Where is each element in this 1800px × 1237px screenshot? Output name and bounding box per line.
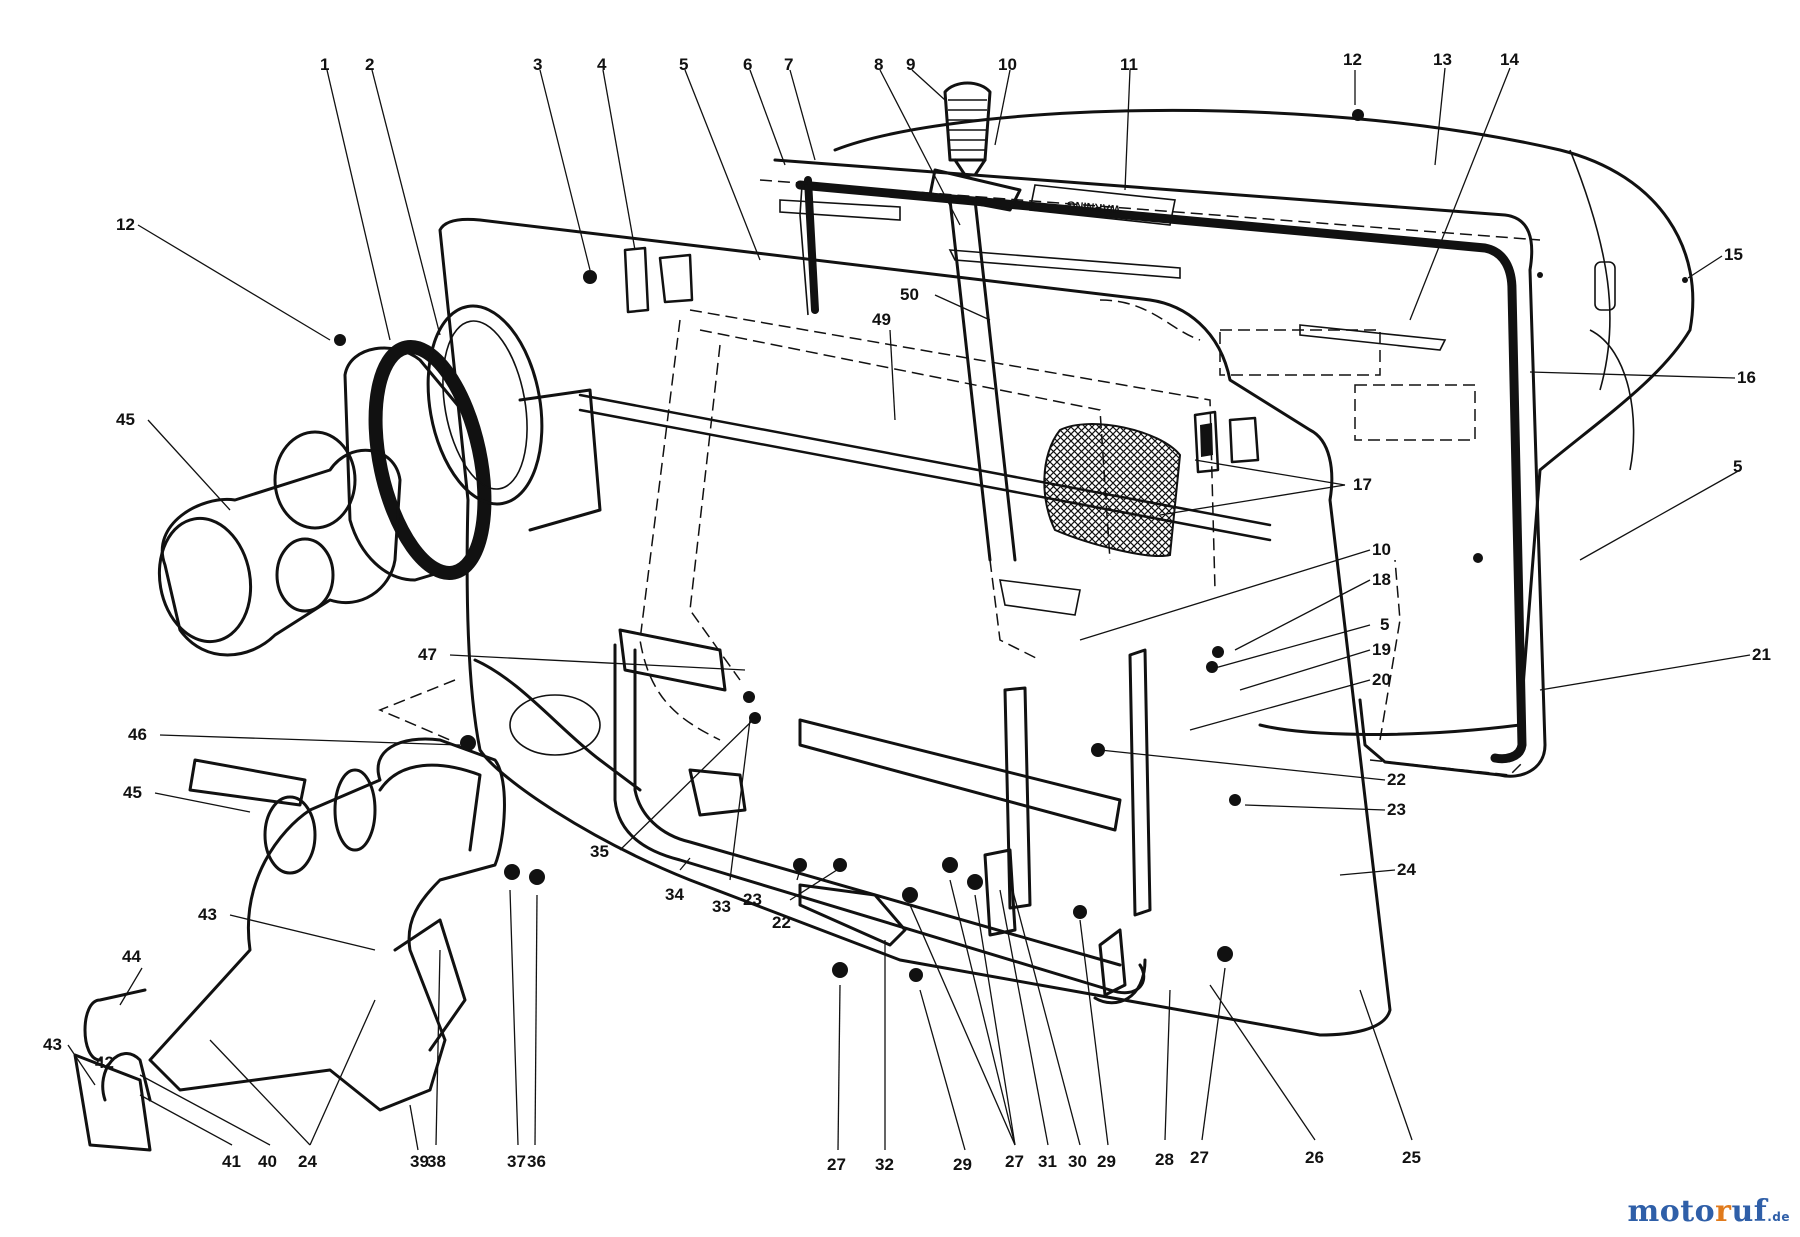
warning-decal-text: WARNING [1066,198,1120,215]
callout-40: 40 [258,1152,277,1171]
callout-14: 14 [1500,50,1519,69]
callout-30: 30 [1068,1152,1087,1171]
callout-21: 21 [1752,645,1771,664]
callout-27c: 27 [1190,1148,1209,1167]
callout-5: 5 [679,55,688,74]
callout-16: 16 [1737,368,1756,387]
callout-45: 45 [116,410,135,429]
callout-42: 42 [95,1053,114,1072]
watermark-logo: motoruf.de [1628,1194,1790,1229]
watermark-part3: uf [1731,1194,1768,1229]
callout-47: 47 [418,645,437,664]
watermark-suffix: .de [1767,1210,1790,1224]
watermark-part1: moto [1627,1194,1716,1229]
callout-31: 31 [1038,1152,1057,1171]
callout-13: 13 [1433,50,1452,69]
callout-22b: 22 [772,913,791,932]
callout-12b: 12 [116,215,135,234]
callout-24b: 24 [298,1152,317,1171]
callout-10: 10 [998,55,1017,74]
callout-7: 7 [784,55,793,74]
callout-29b: 29 [1097,1152,1116,1171]
callout-49: 49 [872,310,891,329]
callout-6: 6 [743,55,752,74]
callout-45b: 45 [123,783,142,802]
discharge-chute [148,658,642,1112]
callout-20: 20 [1372,670,1391,689]
callout-3: 3 [533,55,542,74]
latch-bracket [983,848,1017,937]
callout-12: 12 [1343,50,1362,69]
callout-50: 50 [900,285,919,304]
callout-4: 4 [597,55,607,74]
callout-43b: 43 [43,1035,62,1054]
callout-28: 28 [1155,1150,1174,1169]
callout-39: 39 [410,1152,429,1171]
intake-ring-assembly [343,304,602,582]
callout-33: 33 [712,897,731,916]
callout-44: 44 [122,947,141,966]
callout-23: 23 [1387,800,1406,819]
vent-screen [1043,423,1182,557]
callout-24: 24 [1397,860,1416,879]
watermark-part2: r [1715,1194,1732,1229]
center-post [1003,686,1032,910]
callout-36: 36 [527,1152,546,1171]
front-door-panel [438,217,1392,1037]
cross-bar [798,718,1122,832]
callout-25: 25 [1402,1148,1421,1167]
hook-bracket [688,768,747,817]
right-rod [1128,648,1152,917]
callout-17: 17 [1353,475,1372,494]
callout-1: 1 [320,55,329,74]
callout-8: 8 [874,55,883,74]
callout-34: 34 [665,885,684,904]
callout-22: 22 [1387,770,1406,789]
callout-11: 11 [1120,55,1138,74]
decal-strip [188,758,307,807]
callout-43: 43 [198,905,217,924]
inlet-tube-upper [157,430,402,657]
callout-27: 27 [827,1155,846,1174]
callout-labels: 1 2 3 4 5 6 7 8 9 10 11 12 13 14 12 15 1… [43,50,1771,1174]
callout-15: 15 [1724,245,1743,264]
callout-19: 19 [1372,640,1391,659]
callout-41: 41 [222,1152,241,1171]
callout-18: 18 [1372,570,1391,589]
bag-frame [773,158,1547,778]
callout-37: 37 [507,1152,526,1171]
callout-29: 29 [953,1155,972,1174]
bottom-bracket [798,883,907,947]
callout-27b: 27 [1005,1152,1024,1171]
callout-9: 9 [906,55,915,74]
warning-decal: WARNING [1029,184,1176,226]
callout-35: 35 [590,842,609,861]
callout-2: 2 [365,55,374,74]
callout-32: 32 [875,1155,894,1174]
callout-5b: 5 [1733,457,1742,476]
bag-slot [1594,261,1616,311]
callout-23b: 23 [743,890,762,909]
callout-5c: 5 [1380,615,1389,634]
grass-bag-illustration: WARNING [73,81,1695,1152]
callout-46: 46 [128,725,147,744]
hardware-bolts [334,109,1688,982]
left-hinge-plate [618,628,727,692]
hinge-right [1193,410,1260,474]
callout-26: 26 [1305,1148,1324,1167]
callout-10b: 10 [1372,540,1391,559]
callout-38: 38 [427,1152,446,1171]
hinge-left [623,246,694,314]
bag-frame-gasket [795,180,1527,764]
leader-lines [67,67,1751,1151]
bag-housing [833,108,1695,736]
handle-lever [928,81,1081,661]
